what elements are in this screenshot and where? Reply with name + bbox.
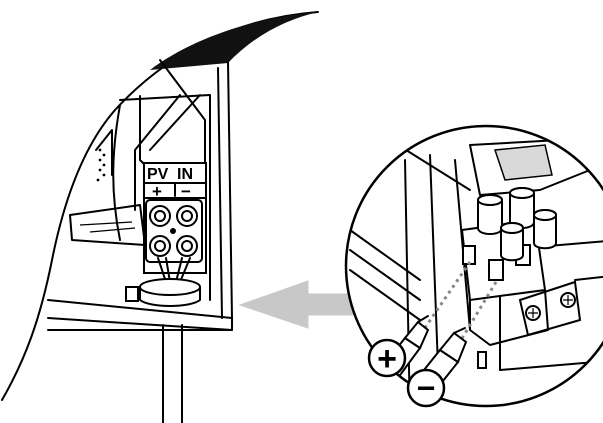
detail-minus-symbol: − xyxy=(417,370,436,406)
housing-top-shell xyxy=(150,12,318,70)
label-minus: − xyxy=(181,182,191,201)
pv-terminal-block: PV IN + − xyxy=(139,162,207,307)
screw-bottom-right xyxy=(176,235,198,257)
vent-dots xyxy=(96,148,106,182)
label-pv: PV xyxy=(147,166,169,183)
screw-top-left xyxy=(149,205,171,227)
label-in: IN xyxy=(177,166,193,183)
plus-circle-icon: + xyxy=(367,338,407,378)
housing-bottom-plate xyxy=(47,299,233,331)
screw-top-right xyxy=(176,205,198,227)
screw-bottom-left xyxy=(149,235,171,257)
base-cylinder xyxy=(125,286,139,302)
cable-gland xyxy=(139,278,201,296)
detail-plus-symbol: + xyxy=(377,340,397,378)
detail-magnifier: + − xyxy=(344,124,603,408)
wires-down xyxy=(157,257,191,283)
label-plus: + xyxy=(152,182,162,201)
detail-screw-posts xyxy=(477,187,557,262)
minus-circle-icon: − xyxy=(406,368,446,408)
housing-right-edge xyxy=(227,61,233,319)
